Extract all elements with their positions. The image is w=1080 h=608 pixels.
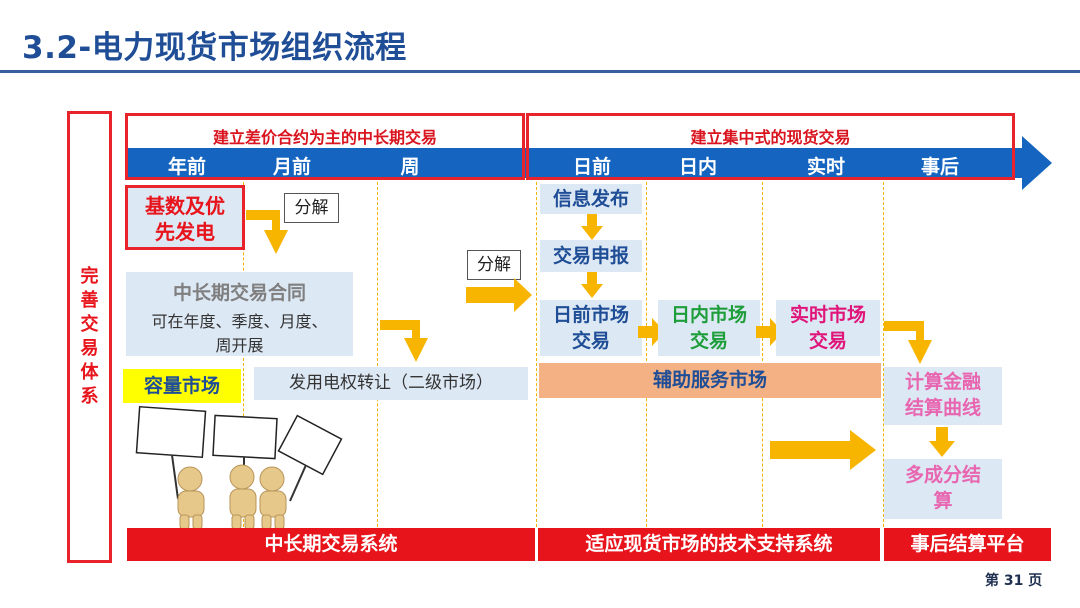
timeline-arrow [128, 136, 1052, 190]
sign-board [212, 414, 278, 460]
page-title: 3.2-电力现货市场组织流程 [22, 30, 407, 66]
day-ahead-line2: 交易 [571, 330, 610, 352]
left-label-char: 交 [80, 314, 99, 335]
timeline-label-intraday: 日内 [678, 156, 717, 178]
left-label-char: 体 [80, 362, 99, 383]
left-label-char: 完 [80, 266, 99, 287]
calc-line1: 计算金融 [904, 371, 981, 393]
settle-line2: 算 [933, 490, 953, 512]
timeline-label-month-ahead: 月前 [272, 156, 311, 178]
bent-arrow-icon [884, 321, 932, 364]
multi-component-settlement-box: 多成分结 算 [884, 459, 1002, 519]
base-priority-line1: 基数及优 [145, 194, 225, 218]
left-system-label: 完善交易体系 [81, 265, 99, 409]
column-divider [883, 182, 884, 527]
bent-arrow-icon [380, 320, 428, 362]
sign-board [135, 405, 207, 459]
contract-desc-line1: 可在年度、季度、月度、 [151, 312, 328, 331]
decompose-callout: 分解 [467, 250, 521, 280]
intraday-line2: 交易 [689, 330, 728, 352]
ancillary-service-market-box: 辅助服务市场 [539, 363, 881, 398]
down-arrow-icon [581, 272, 603, 298]
trade-declare-box: 交易申报 [540, 240, 642, 272]
timeline-label-realtime: 实时 [806, 156, 845, 178]
contract-desc-line2: 周开展 [215, 336, 264, 355]
timeline-label-post: 事后 [920, 156, 959, 178]
right-arrow-icon [466, 278, 532, 312]
realtime-line1: 实时市场 [789, 304, 866, 326]
power-right-transfer-box: 发用电权转让（二级市场） [254, 367, 528, 400]
section-long-term-box [125, 113, 525, 180]
info-publish-box: 信息发布 [540, 184, 642, 214]
base-priority-line2: 先发电 [155, 220, 215, 244]
left-label-char: 系 [80, 386, 99, 407]
timeline-label-year-ahead: 年前 [167, 156, 206, 178]
realtime-market-box: 实时市场 交易 [776, 300, 880, 356]
left-system-label-box: 完善交易体系 [67, 111, 112, 563]
contract-title: 中长期交易合同 [172, 282, 306, 304]
calc-line2: 结算曲线 [904, 397, 981, 419]
intraday-line1: 日内市场 [670, 304, 747, 326]
realtime-line2: 交易 [808, 330, 847, 352]
day-ahead-market-box: 日前市场 交易 [540, 300, 642, 356]
base-priority-generation-box: 基数及优 先发电 [125, 185, 245, 250]
spot-tech-support-system-bar: 适应现货市场的技术支持系统 [538, 528, 880, 561]
long-term-trading-system-bar: 中长期交易系统 [127, 528, 535, 561]
page-number: 第 31 页 [985, 573, 1043, 589]
title-divider [0, 70, 1080, 73]
sign-board [277, 414, 343, 476]
day-ahead-line1: 日前市场 [552, 304, 629, 326]
timeline-label-week: 周 [400, 156, 420, 178]
timeline-label-day-ahead: 日前 [572, 156, 611, 178]
column-divider [377, 182, 378, 527]
decompose-callout: 分解 [284, 193, 339, 223]
financial-settlement-curve-box: 计算金融 结算曲线 [884, 367, 1002, 425]
right-arrow-icon [770, 430, 876, 470]
bent-arrow-icon [246, 210, 288, 254]
down-arrow-icon [581, 214, 603, 240]
section-spot-title: 建立集中式的现货交易 [690, 128, 851, 147]
down-arrow-icon [929, 427, 955, 457]
intraday-market-box: 日内市场 交易 [658, 300, 760, 356]
settle-line1: 多成分结 [904, 464, 981, 486]
long-term-contract-box: 中长期交易合同 可在年度、季度、月度、 周开展 [126, 272, 353, 356]
people-holding-signs-illustration [135, 405, 343, 529]
section-long-term-title: 建立差价合约为主的中长期交易 [212, 128, 437, 147]
column-divider [536, 182, 537, 527]
section-spot-box [526, 113, 1015, 180]
column-divider [762, 182, 763, 527]
capacity-market-box: 容量市场 [123, 369, 241, 403]
post-settlement-platform-bar: 事后结算平台 [884, 528, 1051, 561]
timeline-arrow-shape [128, 136, 1052, 190]
left-label-char: 易 [80, 338, 99, 359]
left-label-char: 善 [80, 290, 99, 311]
column-divider [646, 182, 647, 527]
